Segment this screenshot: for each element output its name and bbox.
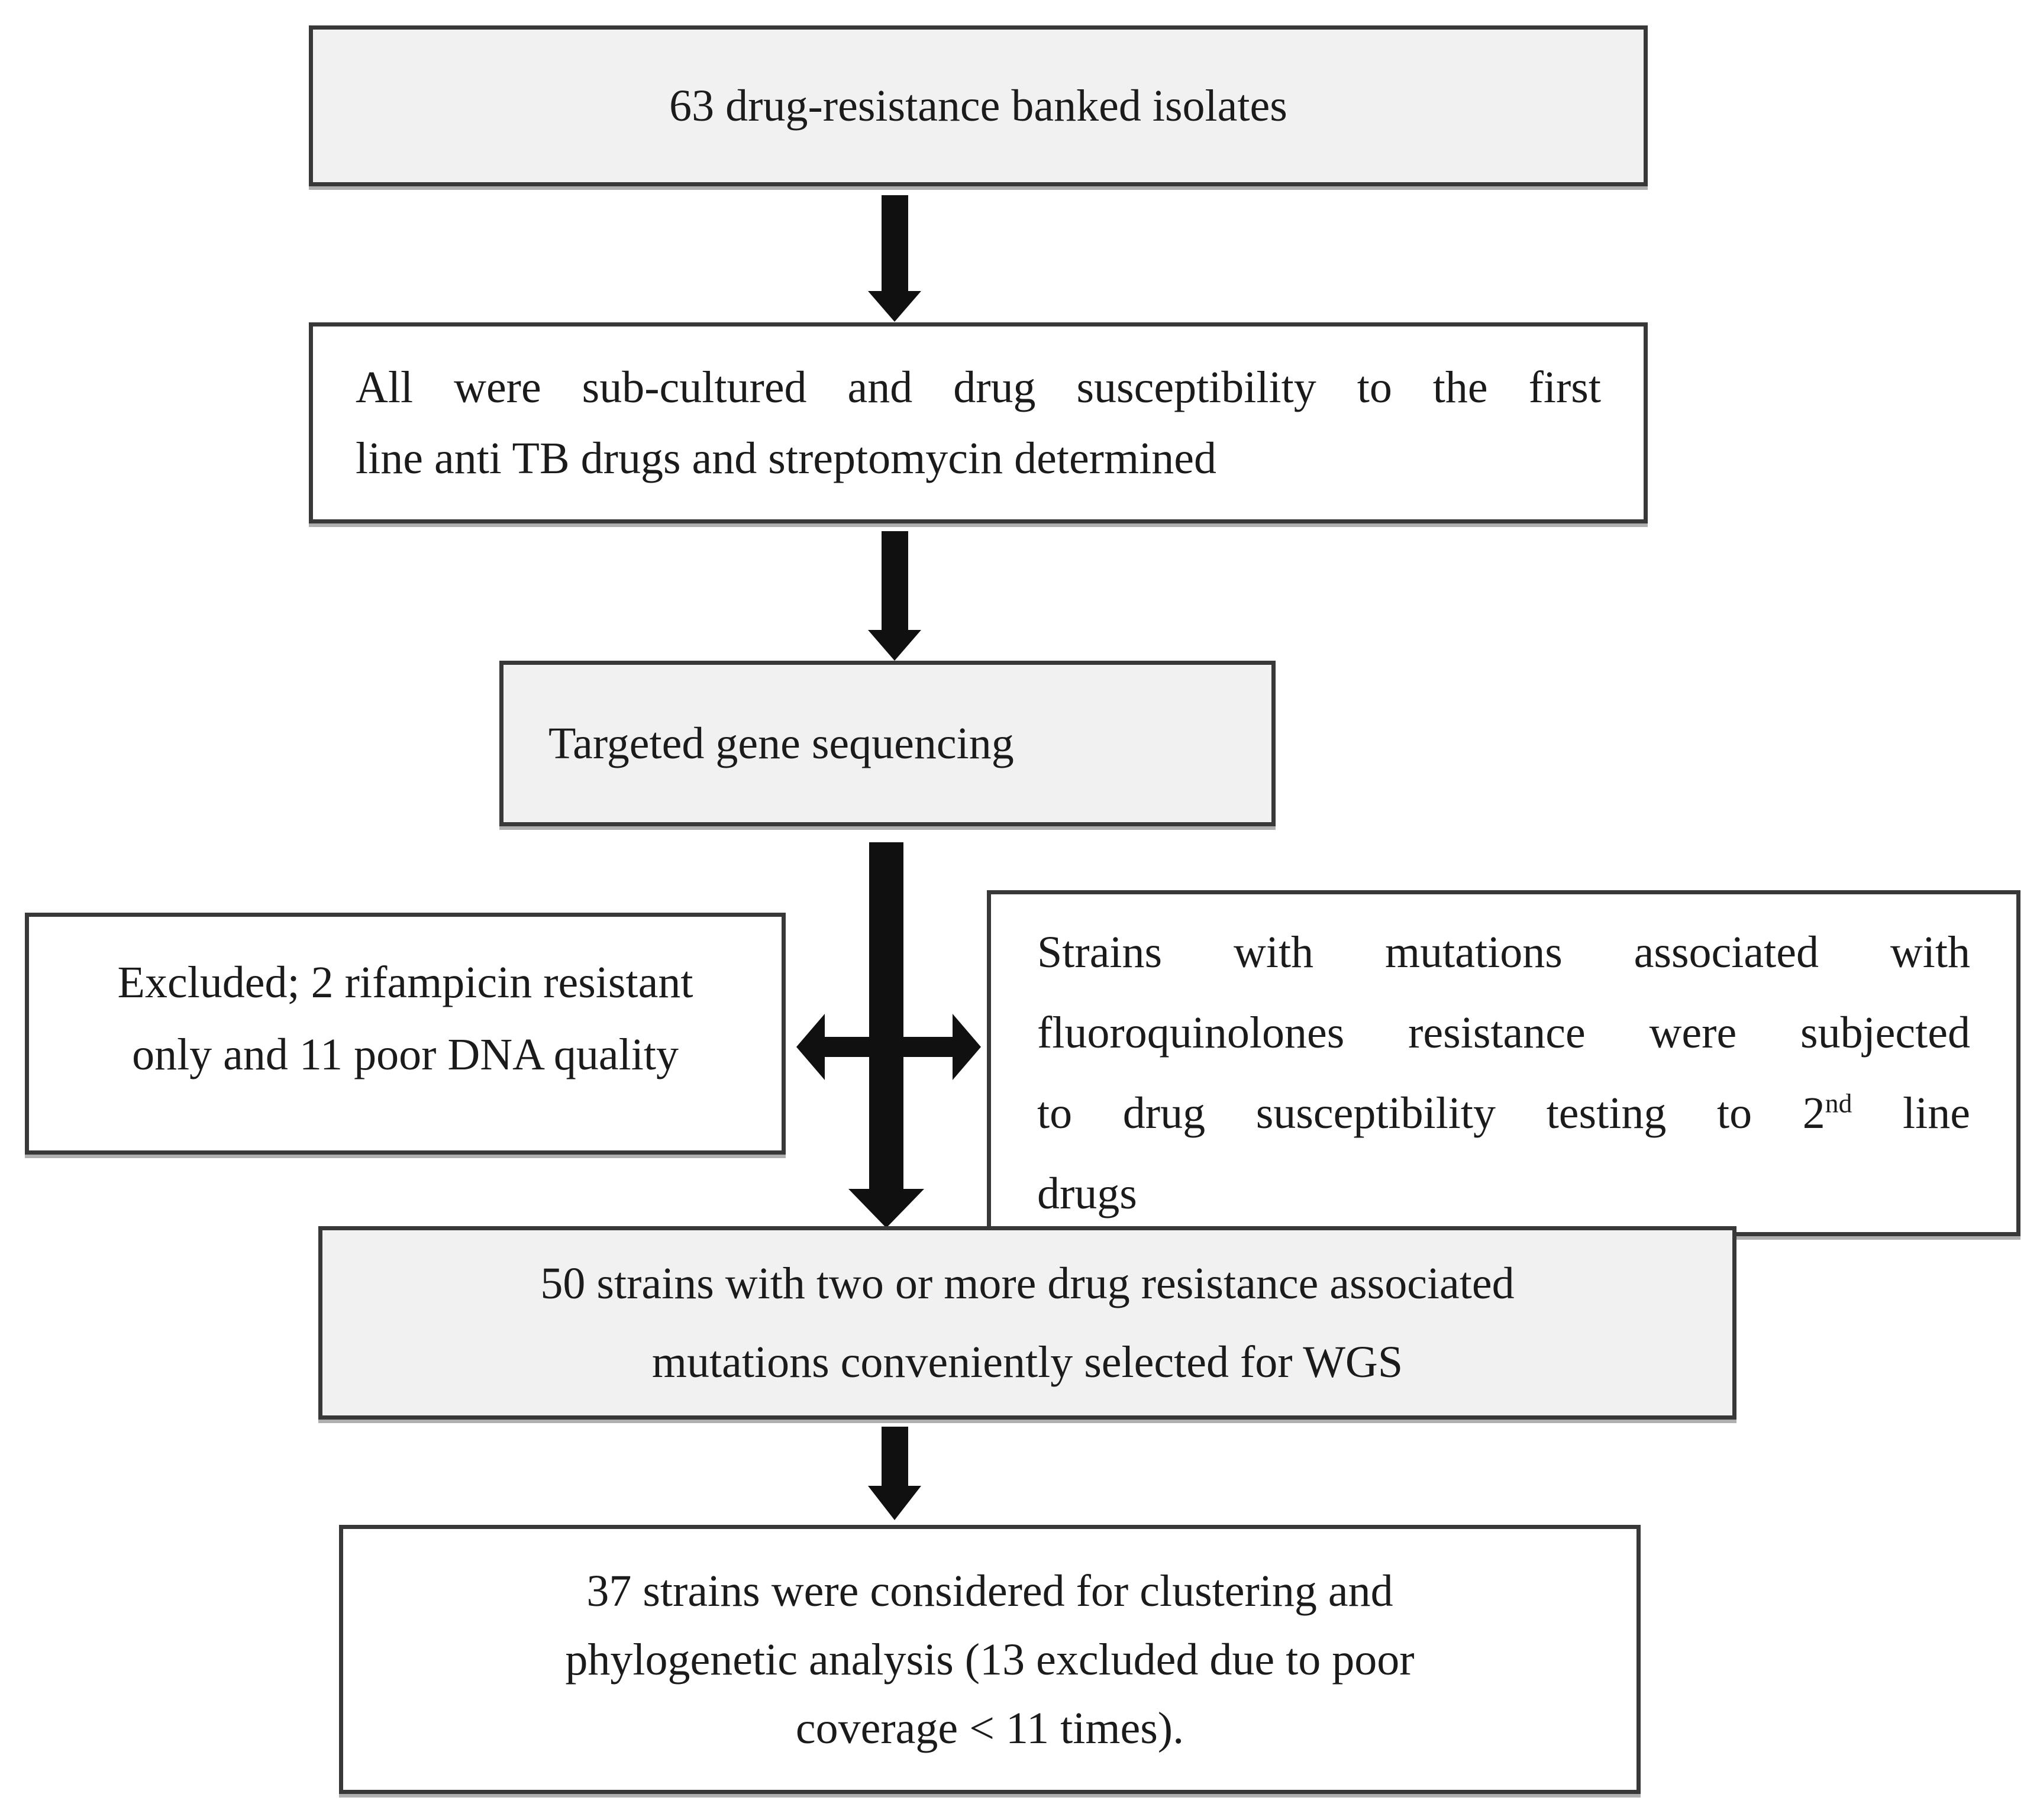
ordinal-superscript: nd [1825, 1088, 1852, 1118]
node-subculture-line2: line anti TB drugs and streptomycin dete… [356, 434, 1216, 483]
node-secondline-line1: Strains with mutations associated with [1037, 927, 1970, 977]
node-final-line2: phylogenetic analysis (13 excluded due t… [565, 1634, 1415, 1685]
node-targeted-sequencing-label: Targeted gene sequencing [548, 718, 1014, 768]
down-arrow-shaft [882, 195, 908, 291]
right-arrow-head-icon [953, 1014, 981, 1080]
node-subculture-dst: All were sub-cultured and drug susceptib… [309, 322, 1648, 523]
down-arrow-shaft [882, 531, 908, 630]
node-excluded: Excluded; 2 rifampicin resistant only an… [25, 913, 786, 1155]
node-final-analysis: 37 strains were considered for clusterin… [339, 1525, 1641, 1794]
node-wgs-line2: mutations conveniently selected for WGS [651, 1337, 1403, 1387]
left-arrow-head-icon [796, 1014, 825, 1080]
node-secondline-line4: drugs [1037, 1169, 1137, 1218]
down-arrow-head-icon [868, 1486, 921, 1520]
node-secondline-line3-pre: to drug susceptibility testing to 2 [1037, 1088, 1825, 1138]
down-arrow-head-icon [848, 1189, 924, 1228]
node-excluded-line2: only and 11 poor DNA quality [132, 1030, 679, 1079]
node-excluded-line1: Excluded; 2 rifampicin resistant [117, 958, 693, 1007]
node-final-line3: coverage < 11 times). [795, 1703, 1184, 1753]
node-banked-isolates-label: 63 drug-resistance banked isolates [669, 80, 1287, 131]
branch-arrow-shaft [824, 1037, 955, 1057]
down-arrow-head-icon [868, 291, 921, 322]
node-secondline-line2: fluoroquinolones resistance were subject… [1037, 1008, 1970, 1058]
node-final-line1: 37 strains were considered for clusterin… [586, 1566, 1393, 1616]
node-secondline-line3: to drug susceptibility testing to 2nd li… [1037, 1073, 1970, 1153]
down-arrow-shaft [869, 842, 903, 1189]
node-secondline-dst: Strains with mutations associated with f… [987, 890, 2020, 1236]
down-arrow-shaft [882, 1427, 908, 1486]
node-subculture-line1: All were sub-cultured and drug susceptib… [356, 363, 1601, 412]
node-wgs-selection: 50 strains with two or more drug resista… [318, 1226, 1736, 1420]
down-arrow-head-icon [868, 630, 921, 661]
node-targeted-sequencing: Targeted gene sequencing [499, 661, 1276, 826]
node-banked-isolates: 63 drug-resistance banked isolates [309, 25, 1648, 186]
node-wgs-line1: 50 strains with two or more drug resista… [540, 1258, 1515, 1308]
node-secondline-line3-post: line [1852, 1088, 1970, 1138]
